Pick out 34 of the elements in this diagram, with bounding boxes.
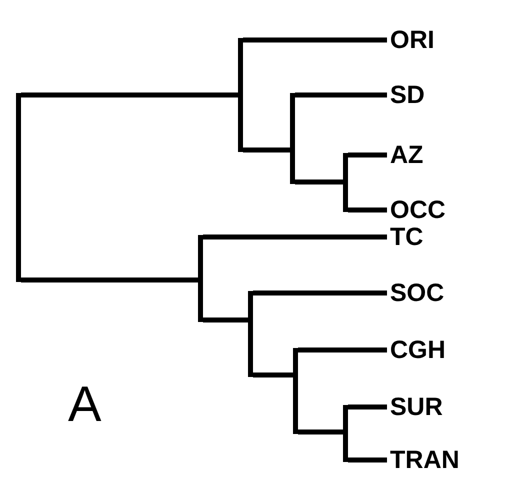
leaf-label: CGH (390, 337, 446, 363)
branch-line (243, 38, 387, 42)
branch-line (348, 208, 387, 212)
branch-line (243, 148, 290, 152)
branch-line (348, 152, 387, 158)
tree-branch (16, 93, 21, 282)
branch-line (21, 92, 238, 98)
branch-line (253, 290, 387, 296)
branch-line (253, 372, 293, 378)
leaf-label: OCC (390, 197, 446, 223)
tree-branch (198, 235, 203, 322)
tree-branch (238, 38, 243, 152)
tree-branch (293, 348, 298, 434)
leaf-label: SD (390, 82, 425, 108)
branch-line (203, 234, 387, 240)
leaf-label: SOC (390, 280, 444, 306)
tree-branch (290, 93, 295, 184)
leaf-label: SUR (390, 394, 443, 420)
branch-line (295, 92, 387, 98)
tree-branch (343, 153, 348, 212)
panel-letter: A (68, 378, 102, 430)
tree-branch (343, 405, 348, 462)
branch-line (21, 278, 198, 282)
leaf-label: AZ (390, 142, 424, 168)
branch-line (298, 348, 387, 352)
leaf-label: TC (390, 224, 424, 250)
tree-branch (248, 291, 253, 377)
branch-line (203, 318, 248, 322)
leaf-label: TRAN (390, 447, 460, 473)
branch-line (298, 430, 343, 434)
branch-line (348, 458, 387, 462)
leaf-label: ORI (390, 27, 434, 53)
branch-line (295, 180, 343, 184)
branch-line (348, 404, 387, 410)
